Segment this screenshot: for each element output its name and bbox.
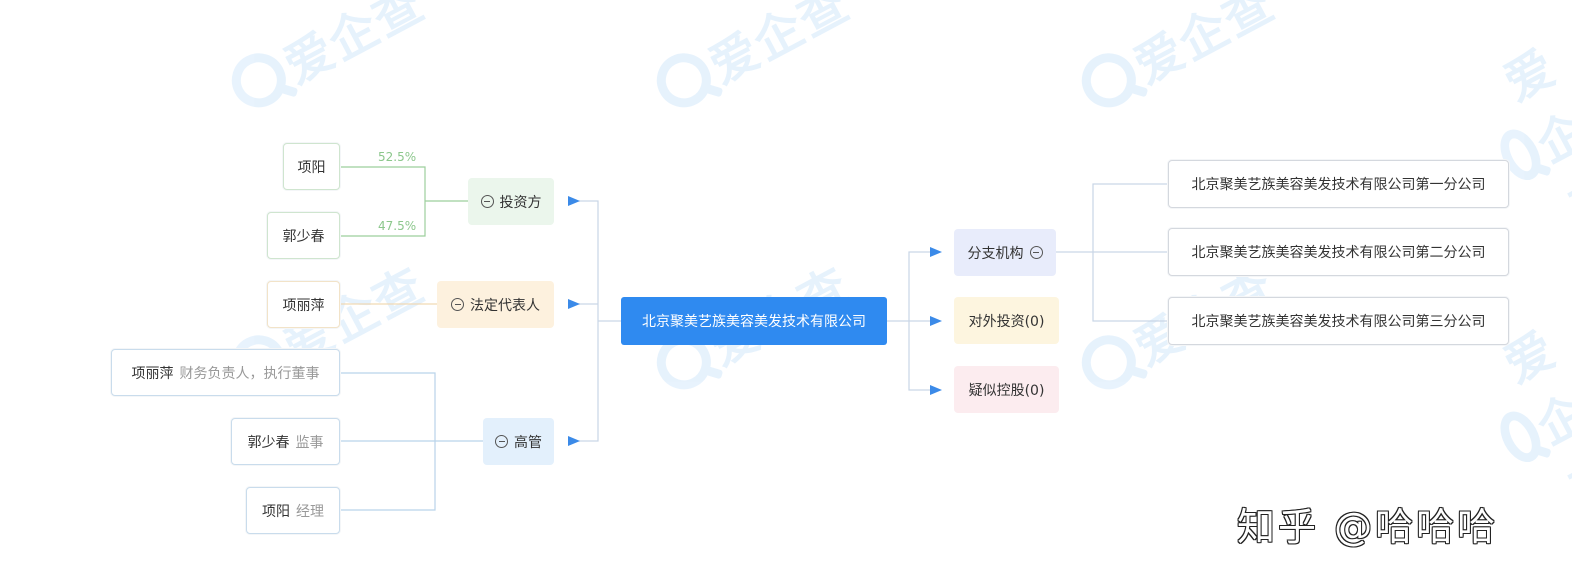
branch-name: 北京聚美艺族美容美发技术有限公司第三分公司 [1191,314,1486,330]
branch-node[interactable]: 北京聚美艺族美容美发技术有限公司第三分公司 [1168,297,1509,345]
collapse-icon[interactable] [495,435,508,448]
category-label: 法定代表人 [470,297,540,314]
connector-investor-1 [340,166,426,201]
legal-rep-node[interactable]: 项丽萍 [267,281,340,328]
investor-name: 郭少春 [282,228,325,245]
category-label: 疑似控股(0) [968,382,1045,399]
watermark-logo-icon [1072,325,1146,399]
source-signature: 知乎 @哈哈哈 [1237,505,1499,549]
collapse-icon[interactable] [1029,246,1043,259]
arrow-executives [568,436,580,446]
executive-role: 经理 [296,503,324,520]
category-branches[interactable]: 分支机构 [954,229,1056,276]
collapse-icon[interactable] [451,298,464,311]
watermark: 爱企查 [1456,20,1572,256]
branch-node[interactable]: 北京聚美艺族美容美发技术有限公司第二分公司 [1168,228,1509,276]
category-outbound-investment[interactable]: 对外投资(0) [954,297,1059,344]
watermark-logo-icon [647,43,721,117]
connector-exec-1 [340,372,436,441]
connector-right-trunk [887,251,935,391]
category-legal-rep[interactable]: 法定代表人 [437,281,554,328]
collapse-icon[interactable] [480,195,494,208]
category-label: 投资方 [499,194,542,211]
branch-name: 北京聚美艺族美容美发技术有限公司第二分公司 [1191,245,1486,261]
executive-name: 项丽萍 [131,365,174,382]
category-suspected-control[interactable]: 疑似控股(0) [954,366,1059,413]
executive-role: 监事 [295,434,324,451]
executive-role: 财务负责人，执行董事 [179,365,320,382]
investor-name: 项阳 [297,159,326,176]
category-executives[interactable]: 高管 [483,418,554,465]
category-label: 对外投资(0) [968,313,1045,330]
legal-rep-name: 项丽萍 [282,297,325,314]
watermark-logo-icon [1072,43,1146,117]
arrow-control [930,385,942,395]
arrow-outbound [930,316,942,326]
branch-node[interactable]: 北京聚美艺族美容美发技术有限公司第一分公司 [1168,160,1509,208]
category-label: 高管 [514,434,542,451]
investor-node[interactable]: 郭少春 [267,212,340,259]
watermark: 爱企查 [1069,0,1286,124]
connector-branches [1056,183,1168,322]
arrow-branches [930,247,942,257]
arrow-legal [568,299,580,309]
executive-name: 项阳 [262,503,290,520]
company-node[interactable]: 北京聚美艺族美容美发技术有限公司 [621,297,887,345]
investor-node[interactable]: 项阳 [283,143,340,190]
branch-name: 北京聚美艺族美容美发技术有限公司第一分公司 [1191,177,1486,193]
watermark: 爱企查 [644,0,861,124]
company-name: 北京聚美艺族美容美发技术有限公司 [642,314,866,330]
executive-node[interactable]: 郭少春 监事 [231,418,340,465]
connector-left-trunk [568,200,621,442]
executive-node[interactable]: 项丽萍 财务负责人，执行董事 [111,349,340,396]
arrow-investors [568,196,580,206]
executive-name: 郭少春 [247,434,290,451]
investor-share: 47.5% [378,219,417,233]
executive-node[interactable]: 项阳 经理 [246,487,340,534]
category-label: 分支机构 [967,245,1024,262]
watermark-logo-icon [1492,404,1549,469]
watermark: 爱企查 [219,0,436,124]
investor-share: 52.5% [378,150,417,164]
connector-exec-3 [340,441,436,511]
category-investors[interactable]: 投资方 [468,178,554,225]
watermark-logo-icon [222,43,296,117]
